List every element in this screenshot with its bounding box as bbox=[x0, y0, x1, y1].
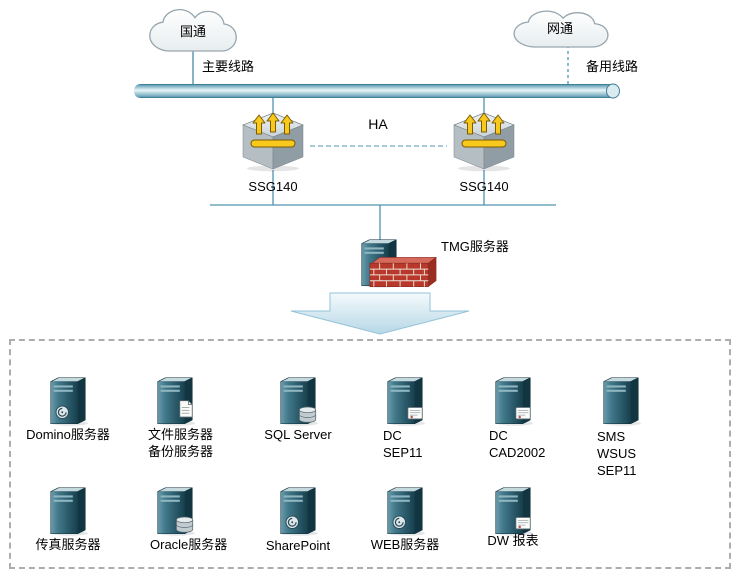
server-label-sharepoint: SharePoint bbox=[238, 537, 358, 554]
server-icon-sharepoint bbox=[280, 487, 319, 536]
firewall-left-label: SSG140 bbox=[248, 179, 298, 194]
label-line: SEP11 bbox=[383, 445, 423, 460]
server-label-sql: SQL Server bbox=[238, 426, 358, 443]
document-badge-icon bbox=[179, 400, 193, 418]
label-line: SEP11 bbox=[597, 463, 637, 478]
down-arrow-shape bbox=[290, 292, 470, 335]
emblem-badge-icon bbox=[392, 515, 407, 530]
firewall-left-icon bbox=[242, 112, 304, 172]
label-line: Domino服务器 bbox=[26, 427, 110, 442]
label-line: Oracle服务器 bbox=[150, 537, 228, 552]
label-line: WSUS bbox=[597, 446, 636, 461]
label-line: 传真服务器 bbox=[35, 537, 101, 552]
firewall-right-icon bbox=[453, 112, 515, 172]
label-line: DC bbox=[489, 428, 508, 443]
label-line: DW 报表 bbox=[487, 533, 539, 548]
tmg-label: TMG服务器 bbox=[441, 239, 509, 254]
network-bus bbox=[134, 83, 620, 99]
server-label-oracle: Oracle服务器 bbox=[150, 536, 227, 553]
card-badge-icon bbox=[515, 406, 531, 420]
label-line: SQL Server bbox=[264, 427, 332, 442]
card-badge-icon bbox=[515, 516, 531, 530]
server-zone-boundary bbox=[9, 339, 731, 569]
server-label-web: WEB服务器 bbox=[345, 536, 465, 553]
server-icon-sms bbox=[603, 377, 642, 426]
server-icon-fax bbox=[50, 487, 89, 536]
server-icon-oracle bbox=[157, 487, 196, 536]
server-icon-dc-cad2002 bbox=[495, 377, 534, 426]
server-label-domino: Domino服务器 bbox=[8, 426, 128, 443]
label-line: DC bbox=[383, 428, 402, 443]
card-badge-icon bbox=[407, 406, 423, 420]
emblem-badge-icon bbox=[55, 405, 70, 420]
ha-label: HA bbox=[368, 116, 388, 132]
server-icon-sql bbox=[280, 377, 319, 426]
label-line: 备份服务器 bbox=[148, 444, 214, 459]
backup-line-label: 备用线路 bbox=[586, 59, 639, 74]
emblem-badge-icon bbox=[285, 515, 300, 530]
server-icon-dw bbox=[495, 487, 534, 536]
cloud-left-shape bbox=[150, 10, 236, 51]
cloud-left-label: 国通 bbox=[179, 24, 206, 39]
server-label-file-backup: 文件服务器 备份服务器 bbox=[148, 426, 213, 460]
label-line: WEB服务器 bbox=[370, 537, 440, 552]
server-label-fax: 传真服务器 bbox=[8, 536, 128, 553]
label-line: SharePoint bbox=[265, 538, 331, 553]
server-icon-web bbox=[387, 487, 426, 536]
label-line: 文件服务器 bbox=[148, 427, 214, 442]
label-line: SMS bbox=[597, 429, 626, 444]
primary-line-label: 主要线路 bbox=[202, 59, 255, 74]
cloud-right-label: 网通 bbox=[546, 21, 573, 36]
server-label-dw: DW 报表 bbox=[455, 532, 571, 549]
bus-end-cap bbox=[606, 83, 620, 99]
firewall-right-label: SSG140 bbox=[459, 179, 509, 194]
server-label-sms: SMS WSUS SEP11 bbox=[597, 428, 637, 479]
firewall-brick-icon bbox=[369, 256, 437, 288]
database-badge-icon bbox=[176, 516, 194, 533]
server-icon-file-backup bbox=[157, 377, 196, 426]
server-label-dc-sep11: DC SEP11 bbox=[383, 427, 423, 461]
cloud-right-shape bbox=[514, 11, 608, 47]
server-icon-domino bbox=[50, 377, 89, 426]
server-icon-dc-sep11 bbox=[387, 377, 426, 426]
database-badge-icon bbox=[299, 406, 317, 423]
label-line: CAD2002 bbox=[489, 445, 546, 460]
server-label-dc-cad2002: DC CAD2002 bbox=[489, 427, 545, 461]
